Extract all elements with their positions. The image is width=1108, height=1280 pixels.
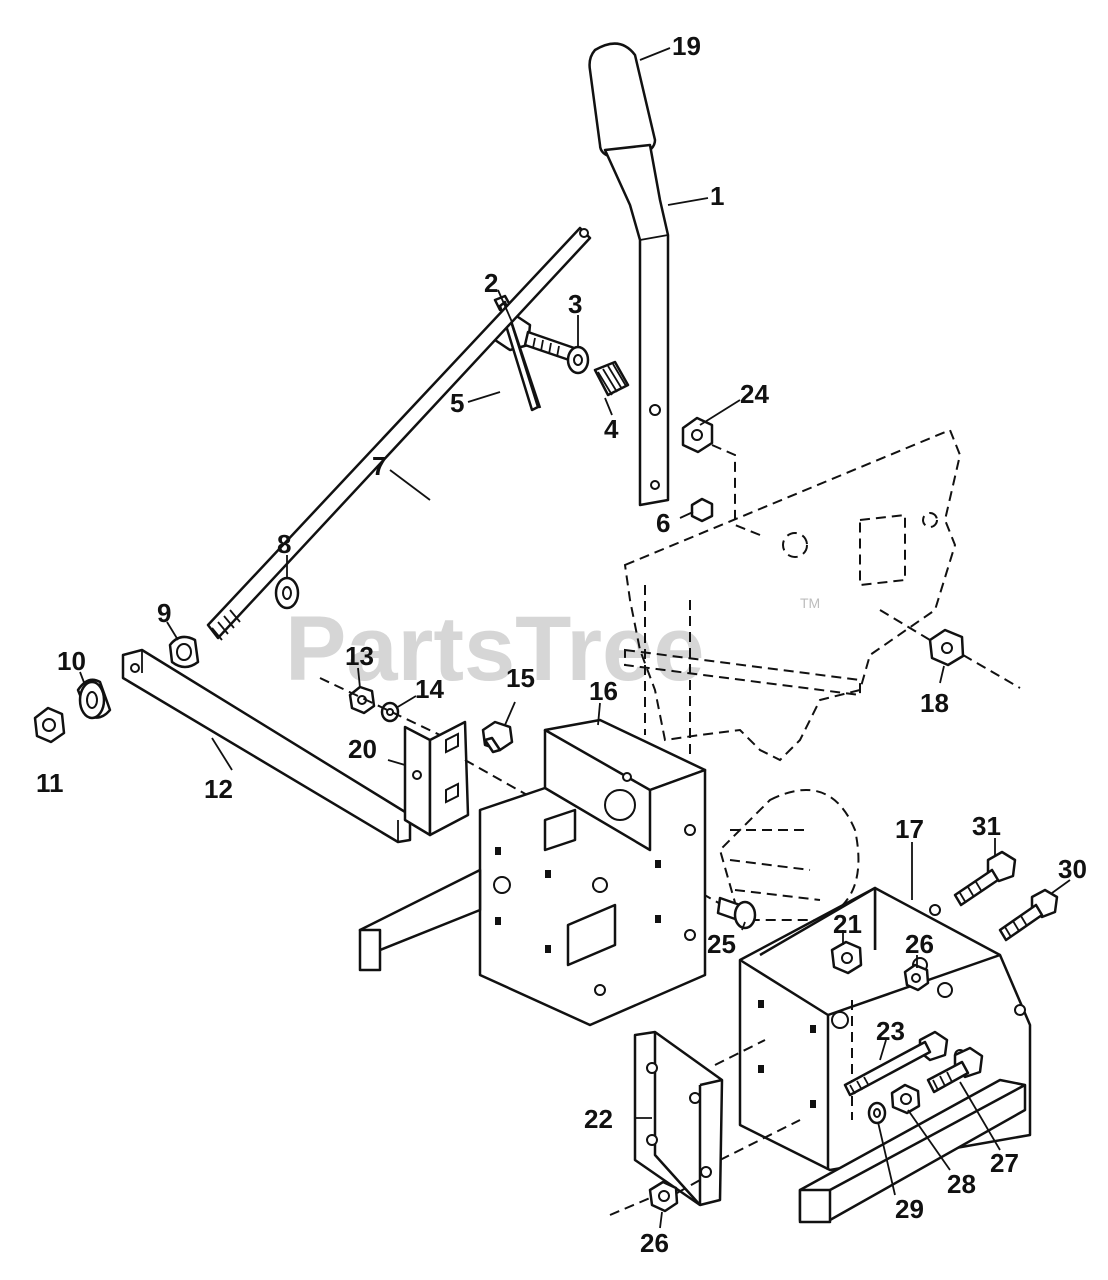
square-tube-left (358, 808, 577, 972)
hidden-line-26-lower (609, 1179, 701, 1216)
callout-21: 21 (833, 909, 862, 939)
callout-12: 12 (204, 774, 233, 804)
hidden-line-18 (879, 609, 1021, 689)
screw-5 (493, 294, 542, 412)
callout-15: 15 (506, 663, 535, 693)
nut-21 (830, 940, 863, 975)
hidden-line-24 (711, 444, 761, 536)
bushing-10 (76, 678, 112, 720)
bracket-16 (478, 718, 707, 1027)
nut-6 (690, 497, 714, 523)
bracket-17 (738, 886, 1032, 1172)
handle-grip-19 (588, 42, 657, 160)
nut-28 (890, 1083, 921, 1115)
callout-11: 11 (36, 768, 64, 798)
nut-24 (681, 416, 714, 454)
lever-1 (603, 143, 670, 507)
nut-26-upper (903, 963, 930, 992)
callout-27: 27 (990, 1148, 1019, 1178)
callout-23: 23 (876, 1016, 905, 1046)
callout-28: 28 (947, 1169, 976, 1199)
callout-16: 16 (589, 676, 618, 706)
callouts: 19 1 2 3 24 5 4 7 6 8 9 10 13 14 15 16 1… (36, 31, 1087, 1258)
callout-18: 18 (920, 688, 949, 718)
callout-14: 14 (415, 674, 444, 704)
bolt-31 (953, 850, 1017, 907)
washer-3 (566, 345, 590, 375)
wheel (718, 789, 860, 921)
callout-20: 20 (348, 734, 377, 764)
callout-2: 2 (484, 268, 498, 298)
callout-5: 5 (450, 388, 464, 418)
rod-7 (206, 226, 592, 641)
callout-7: 7 (372, 451, 386, 481)
washer-8 (274, 576, 300, 610)
callout-26-lower: 26 (640, 1228, 669, 1258)
watermark-text: PartsTree (285, 598, 704, 700)
nut-11 (33, 706, 66, 744)
callout-19: 19 (672, 31, 701, 61)
bushing-9 (168, 635, 200, 669)
leader-lines (79, 47, 1071, 1229)
callout-31: 31 (972, 811, 1001, 841)
washer-14 (380, 701, 400, 723)
bolt-30 (998, 888, 1059, 942)
washer-29 (867, 1101, 887, 1125)
watermark-tm: TM (800, 595, 820, 611)
callout-30: 30 (1058, 854, 1087, 884)
spring-4 (593, 360, 630, 397)
callout-22: 22 (584, 1104, 613, 1134)
callout-8: 8 (277, 529, 291, 559)
callout-4: 4 (604, 414, 619, 444)
callout-25: 25 (707, 929, 736, 959)
nut-15 (481, 720, 514, 754)
callout-29: 29 (895, 1194, 924, 1224)
nut-26-lower (648, 1180, 679, 1213)
pin-25 (716, 896, 757, 930)
callout-3: 3 (568, 289, 582, 319)
callout-6: 6 (656, 508, 670, 538)
bar-12 (121, 648, 412, 844)
callout-10: 10 (57, 646, 86, 676)
callout-17: 17 (895, 814, 924, 844)
bolt-27 (926, 1046, 984, 1094)
callout-1: 1 (710, 181, 724, 211)
plate-22 (633, 1030, 724, 1207)
bolt-23 (843, 1030, 949, 1097)
callout-9: 9 (157, 598, 171, 628)
bracket-20 (403, 720, 470, 837)
hidden-line-13 (319, 677, 441, 736)
callout-26-upper: 26 (905, 929, 934, 959)
callout-24: 24 (740, 379, 769, 409)
frame-plate (623, 428, 962, 762)
nut-18 (928, 628, 965, 667)
callout-13: 13 (345, 641, 374, 671)
nut-13 (348, 685, 376, 715)
hidden-lines-22 (714, 1039, 801, 1161)
